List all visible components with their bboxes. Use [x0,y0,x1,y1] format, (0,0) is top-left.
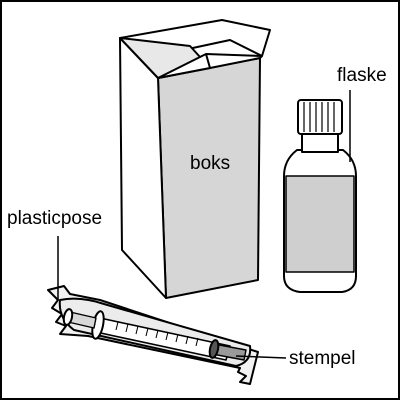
bottle-label [285,175,355,273]
bottle-cap [297,99,343,135]
label-flaske: flaske [337,65,387,86]
leader-stempel [235,355,287,359]
bottle-neck [301,133,339,153]
bag-drawing [47,285,259,385]
label-boks: boks [190,153,231,174]
box-right-face [157,57,261,299]
syringe-plunger-seal [208,339,220,359]
syringe-tip-end [62,308,74,326]
box-drawing [119,19,271,299]
box-flap-crease [205,53,211,69]
bottle-drawing [283,99,357,293]
label-plasticpose: plasticpose [7,208,103,229]
label-stempel: stempel [289,348,356,369]
leader-lines [57,90,351,359]
syringe-graduations [115,321,199,347]
